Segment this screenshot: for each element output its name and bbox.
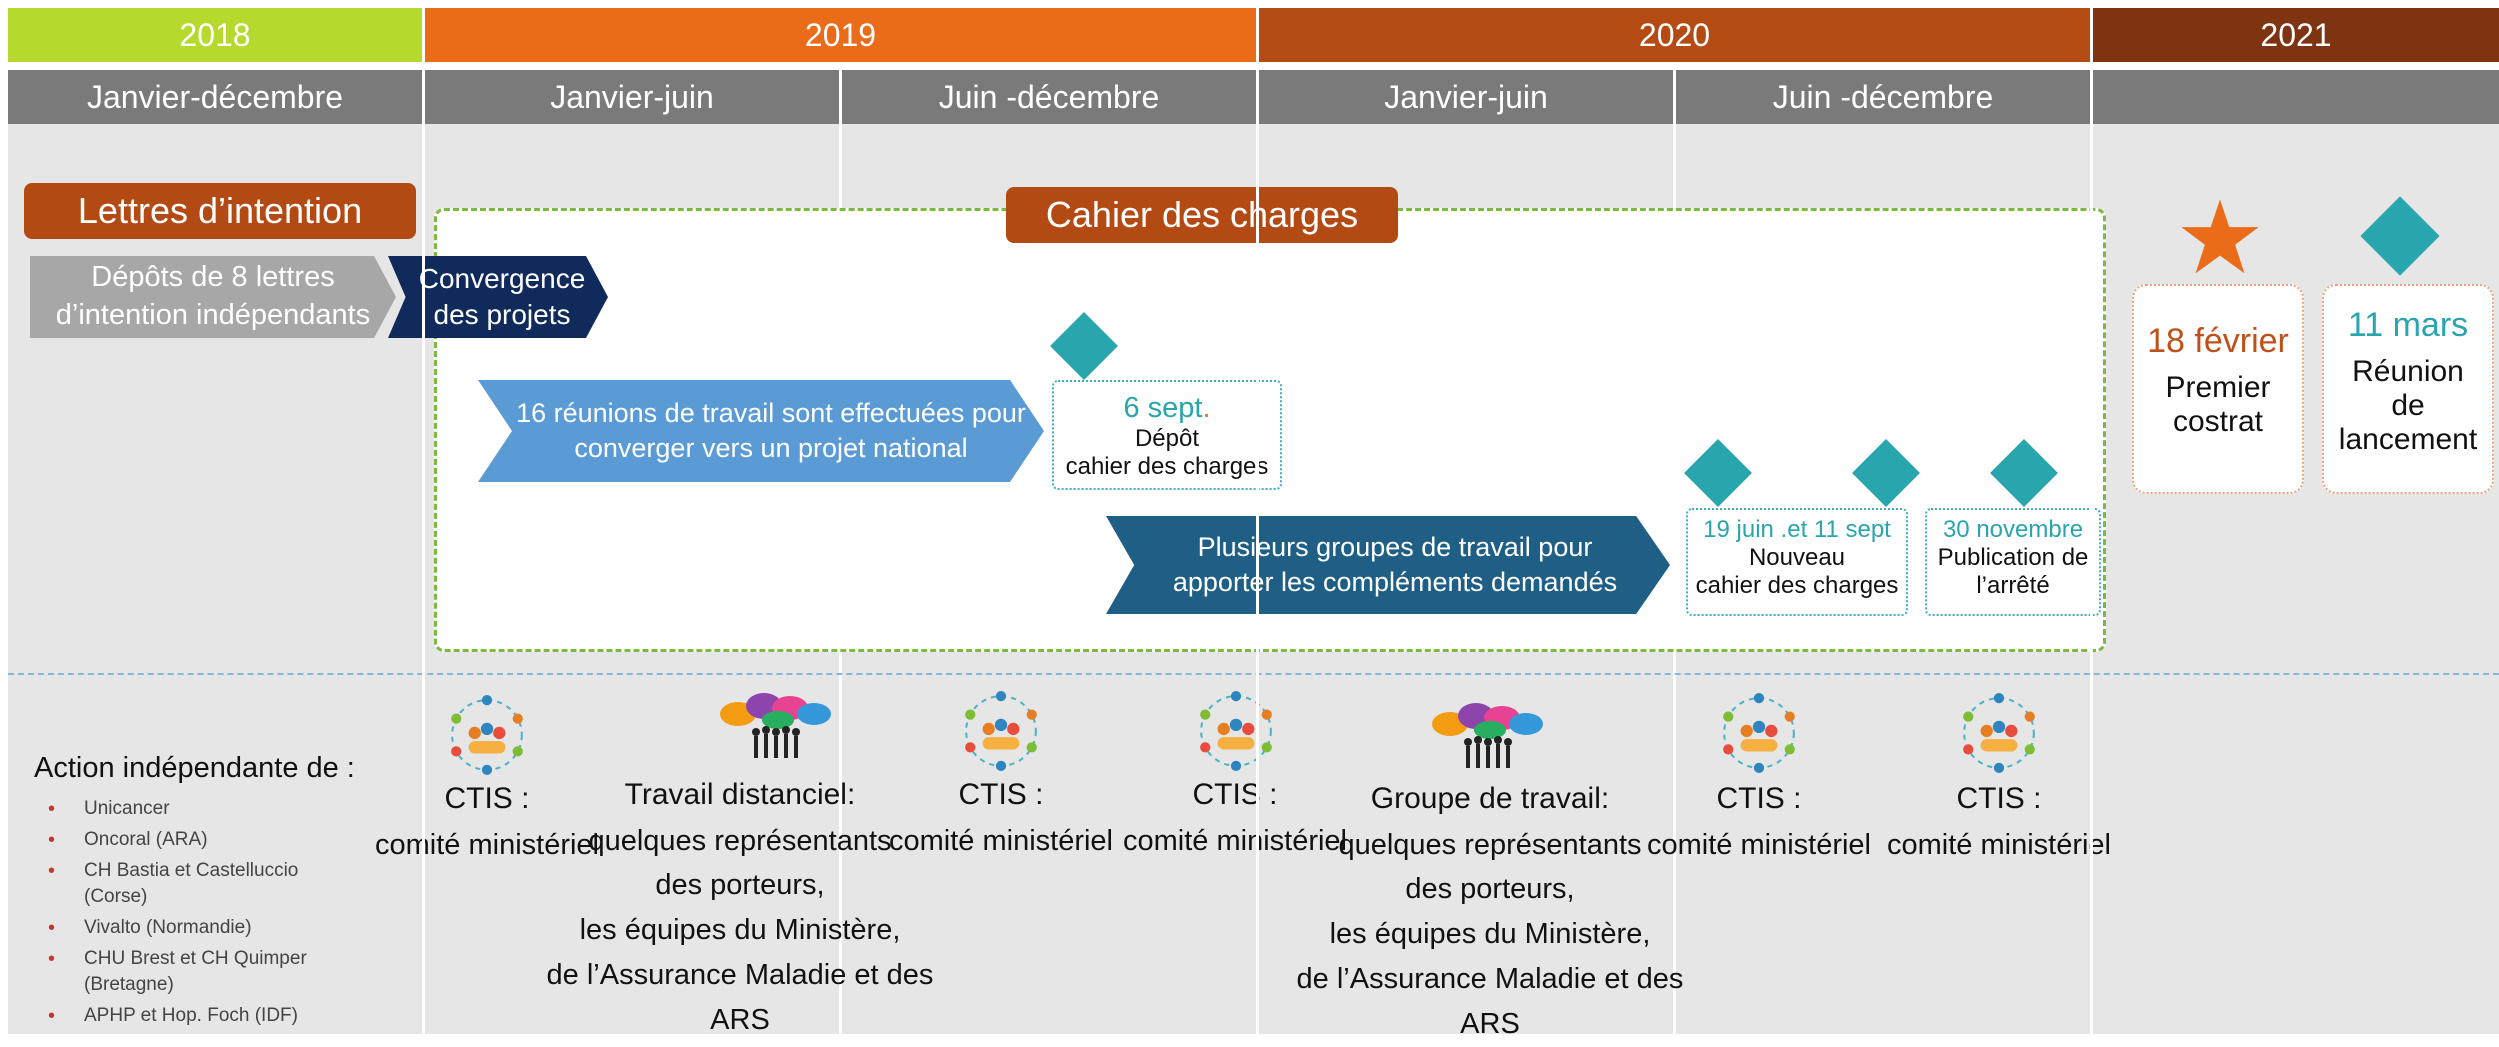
convergence-line2: des projets [433, 299, 571, 330]
year-2021: 2021 [2093, 8, 2499, 62]
nouveau-line2: cahier des charges [1695, 572, 1899, 599]
discussion-group-icon [1432, 703, 1543, 768]
period-2019-h2: Juin -décembre [842, 70, 1256, 124]
list-item: •CHU Brest et CH Quimper(Bretagne) [48, 948, 307, 995]
depots-arrow: Dépôts de 8 lettres d’intention indépenda… [30, 256, 396, 338]
year-2019: 2019 [425, 8, 1256, 62]
discussion-group-icon [720, 693, 831, 758]
period-2020-h1: Janvier-juin [1259, 70, 1673, 124]
arrete-box: 30 novembre Publication de l’arrêté [1925, 508, 2101, 616]
year-2020: 2020 [1259, 8, 2090, 62]
actions-title: Action indépendante de : [34, 752, 355, 784]
column-separator [839, 70, 842, 124]
convergence-line1: Convergence [418, 262, 586, 294]
column-2021 [2093, 124, 2499, 1034]
ctis-label: CTIS : comité ministériel [1887, 782, 2111, 861]
fevrier-date: 18 février [2147, 322, 2289, 360]
arrete-line2: l’arrêté [1976, 572, 2050, 599]
depots-line2: d’intention indépendants [55, 299, 371, 331]
ctis-label: CTIS : comité ministériel [889, 778, 1113, 857]
period-2021 [2093, 70, 2499, 124]
cahier-title: Cahier des charges [1006, 187, 1398, 243]
list-item: •CH Bastia et Castelluccio(Corse) [48, 860, 299, 907]
travail-distanciel-label: Travail distanciel: quelques représentan… [546, 778, 934, 1037]
committee-icon [1723, 693, 1795, 773]
lettres-title: Lettres d’intention [24, 183, 416, 239]
groupes-line2: apporter les compléments demandés [1172, 567, 1618, 597]
nouveau-box: 19 juin .et 11 sept Nouveau cahier des c… [1686, 508, 1908, 616]
committee-icon [1200, 691, 1272, 771]
groupe-travail-label: Groupe de travail: quelques représentant… [1296, 782, 1684, 1041]
actions-list: •Unicancer •Oncoral (ARA) •CH Bastia et … [34, 796, 394, 1034]
mars-box: 11 mars Réunion de lancement [2322, 284, 2494, 494]
fevrier-line2: costrat [2172, 405, 2264, 438]
column-separator [2090, 0, 2093, 1034]
period-2018: Janvier-décembre [8, 70, 422, 124]
column-separator [1256, 0, 1259, 1034]
star-icon [2181, 199, 2259, 274]
reunions-line2: converger vers un projet national [574, 433, 968, 463]
ctis-label: CTIS : comité ministériel [1123, 778, 1347, 857]
arrete-line1: Publication de [1937, 544, 2089, 571]
groupes-line1: Plusieurs groupes de travail pour [1197, 531, 1593, 562]
nouveau-line1: Nouveau [1748, 544, 1846, 571]
mars-line3: lancement [2338, 423, 2478, 456]
committee-icon [965, 691, 1037, 771]
depots-line1: Dépôts de 8 lettres [91, 261, 335, 294]
mars-line2: de [2391, 389, 2425, 422]
ctis-label: CTIS : comité ministériel [375, 782, 599, 861]
depot-date: 6 sept [1123, 392, 1203, 424]
reunions-line1: 16 réunions de travail sont effectuées p… [516, 397, 1026, 428]
list-item: •Unicancer [48, 798, 170, 820]
column-separator [422, 0, 425, 1034]
fevrier-line1: Premier [2165, 371, 2271, 404]
depot-line1: Dépôt [1134, 425, 1200, 452]
list-item: •Vivalto (Normandie) [48, 917, 252, 939]
section-divider [8, 673, 2499, 675]
year-2018: 2018 [8, 8, 422, 62]
committee-icon [1963, 693, 2035, 773]
nouveau-date: 19 juin .et 11 sept [1703, 516, 1891, 543]
fevrier-box: 18 février Premier costrat [2132, 284, 2304, 494]
list-item: •Oncoral (ARA) [48, 829, 208, 851]
committee-icon [451, 695, 523, 775]
mars-date: 11 mars [2347, 306, 2469, 344]
mars-line1: Réunion [2352, 355, 2464, 388]
column-separator [1673, 70, 1676, 124]
arrete-date: 30 novembre [1942, 516, 2084, 543]
period-2019-h1: Janvier-juin [425, 70, 839, 124]
ctis-label: CTIS : comité ministériel [1647, 782, 1871, 861]
convergence-arrow: Convergence des projets [388, 256, 608, 338]
period-2020-h2: Juin -décembre [1676, 70, 2090, 124]
depot-line2: cahier des charges [1065, 453, 1269, 480]
groupes-arrow: Plusieurs groupes de travail pour apporte… [1106, 516, 1670, 614]
list-item: •APHP et Hop. Foch (IDF) [48, 1005, 298, 1027]
depot-box: 6 sept. Dépôt cahier des charges [1052, 380, 1282, 490]
reunions-arrow: 16 réunions de travail sont effectuées p… [478, 380, 1044, 482]
